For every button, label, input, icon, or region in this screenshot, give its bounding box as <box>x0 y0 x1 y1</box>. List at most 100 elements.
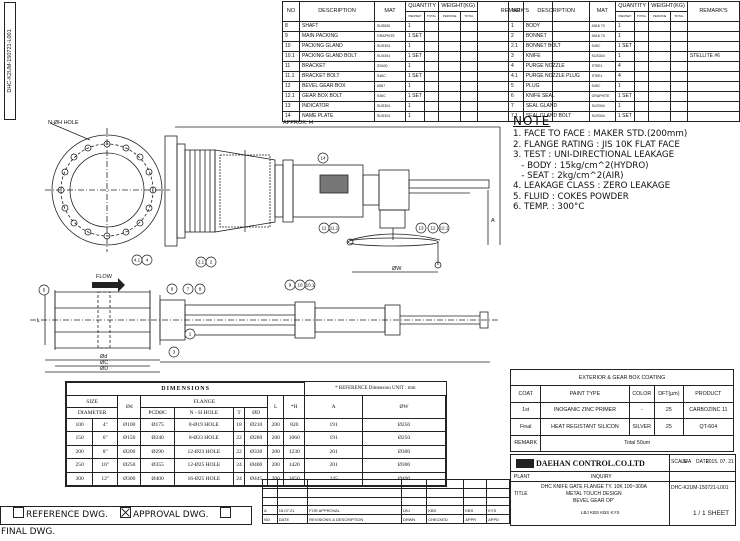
balloon-2 <box>205 256 217 268</box>
drawing-status: REFERENCE DWG.APPROVAL DWG.FINAL DWG. <box>0 506 252 537</box>
note-line: 5. FLUID : COKES POWDER <box>513 191 629 202</box>
dims-h-w: ØW <box>362 395 446 419</box>
dims-cell: 201 <box>304 444 364 460</box>
label-hole: N-ØH HOLE <box>48 120 79 126</box>
notes-block: NOTE 1. FACE TO FACE : MAKER STD.(200mm)… <box>513 114 688 213</box>
balloon-8 <box>194 283 206 295</box>
dims-cell: Ø150 <box>117 431 142 446</box>
title-line-2: METAL TOUCH DESIGN <box>566 491 622 497</box>
balloon-1 <box>184 328 196 340</box>
note-line: 3. TEST : UNI-DIRECTIONAL LEAKAGE <box>513 150 675 161</box>
note-line: 2. FLANGE RATING : JIS 10K FLAT FACE <box>513 139 680 150</box>
balloon-label: 1 <box>189 332 192 337</box>
note-line: 6. TEMP. : 300°C <box>513 202 585 213</box>
dims-cell: Ø290 <box>140 444 175 460</box>
dims-cell: 12-Ø23 HOLE <box>173 444 234 460</box>
label-l: L <box>37 318 40 324</box>
coating-cell: 1st <box>509 401 542 420</box>
sheet-number: 1 / 1 SHEET <box>693 510 730 517</box>
bolt-holes <box>57 140 157 240</box>
rev-header: CHECKED <box>426 514 465 524</box>
company-logo <box>516 459 534 468</box>
front-flange <box>51 134 163 246</box>
balloon-label: 7 <box>187 287 190 292</box>
valve-drawing: N-ØH HOLE APPROX. H FLOW ØW A L Ød ØC ØD… <box>30 120 501 373</box>
dims-cell: 200 <box>65 444 94 460</box>
company-name: DAEHAN CONTROL.CO.LTD <box>536 459 645 468</box>
dims-h-h: *H <box>283 395 306 419</box>
coating-cell: - <box>628 401 656 420</box>
date-label: DATE <box>696 459 709 465</box>
note-line: 1. FACE TO FACE : MAKER STD.(200mm) <box>513 129 688 140</box>
balloon-label: 10.1 <box>306 283 315 288</box>
dims-h-pcd: PCDØC <box>140 406 175 419</box>
dims-cell: 22 <box>232 431 246 446</box>
balloon-12.1 <box>438 222 450 234</box>
coating-cell: 25 <box>654 418 684 436</box>
rev-cell: KBS <box>426 505 465 516</box>
dims-cell: 100 <box>65 417 94 433</box>
bom-remark <box>686 111 740 122</box>
dims-cell: 8-Ø19 HOLE <box>173 417 234 433</box>
side-drawing-number: DHC-K2UM-150721-L001 <box>4 2 16 120</box>
dims-cell: Ø300 <box>117 471 142 487</box>
dims-cell: Ø210 <box>244 417 269 433</box>
rev-header: NO <box>262 514 278 524</box>
coating-cell: INOGANIC ZINC PRIMER <box>540 401 630 420</box>
dims-h-hole: N - H HOLE <box>173 406 234 419</box>
dims-cell: 22 <box>232 444 246 460</box>
balloon-label: 4 <box>146 258 149 263</box>
rev-cell: FOR APPROVAL <box>307 505 402 516</box>
dims-cell: Ø100 <box>117 417 142 433</box>
balloon-label: 5 <box>43 288 46 293</box>
dims-h-diameter: DIAMETER <box>65 406 119 419</box>
balloon-label: 4.1 <box>134 258 141 263</box>
balloon-label: 11.1 <box>330 226 339 231</box>
dims-cell: 24 <box>232 458 246 473</box>
dims-cell: 16-Ø25 HOLE <box>173 471 234 487</box>
rev-header: APPR <box>463 514 488 524</box>
notes-title: NOTE <box>513 114 551 128</box>
note-line: - SEAT : 2kg/cm^2(AIR) <box>513 171 624 182</box>
balloon-13 <box>415 222 427 234</box>
dims-cell: 200 <box>267 458 285 473</box>
bom-mat: SUS304 <box>374 111 406 122</box>
rev-header: REVISIONS & DESCRIPTION <box>307 514 402 524</box>
dims-cell: 200 <box>267 431 285 446</box>
title-label: TITLE <box>514 491 528 497</box>
dims-h-flange: FLANGE <box>140 395 269 408</box>
balloon-12 <box>427 222 439 234</box>
signatures: LBJ KBS KBS KYS <box>581 510 620 515</box>
bom-qty-total <box>633 111 650 122</box>
status-label: REFERENCE DWG. <box>26 510 108 520</box>
coating-header: DFT(μm) <box>654 385 684 403</box>
coating-header: PRODUCT <box>682 385 735 403</box>
coating-cell: Final <box>509 418 542 436</box>
balloon-label: 14 <box>320 156 326 161</box>
bom-mat: SUS304 <box>588 111 616 122</box>
dwg-status-1: APPROVAL DWG. <box>114 507 208 520</box>
balloon-label: 9 <box>289 283 292 288</box>
dims-cell: 6" <box>92 431 119 446</box>
note-line: - BODY : 15kg/cm^2(HYDRO) <box>513 160 649 171</box>
balloon-6 <box>166 283 178 295</box>
dwg-number: DHC-K2UM-150721-L001 <box>671 485 729 491</box>
label-D: ØD <box>100 366 108 372</box>
dims-ref: * REFERENCE Dimension UNIT : mm <box>335 386 416 392</box>
dims-cell: Ø175 <box>140 417 175 433</box>
dims-title: DIMENSIONS <box>65 381 306 397</box>
coating-cell: SILVER <box>628 418 656 436</box>
balloon-7 <box>182 283 194 295</box>
label-approx-h: APPROX. H <box>283 120 313 126</box>
dims-h-size: SIZE <box>65 395 119 408</box>
dims-cell: 201 <box>304 458 364 473</box>
rev-header: DATE <box>276 514 309 524</box>
balloon-10.1 <box>304 279 316 291</box>
dims-cell: 300 <box>65 471 94 487</box>
dims-cell: 8" <box>92 444 119 460</box>
